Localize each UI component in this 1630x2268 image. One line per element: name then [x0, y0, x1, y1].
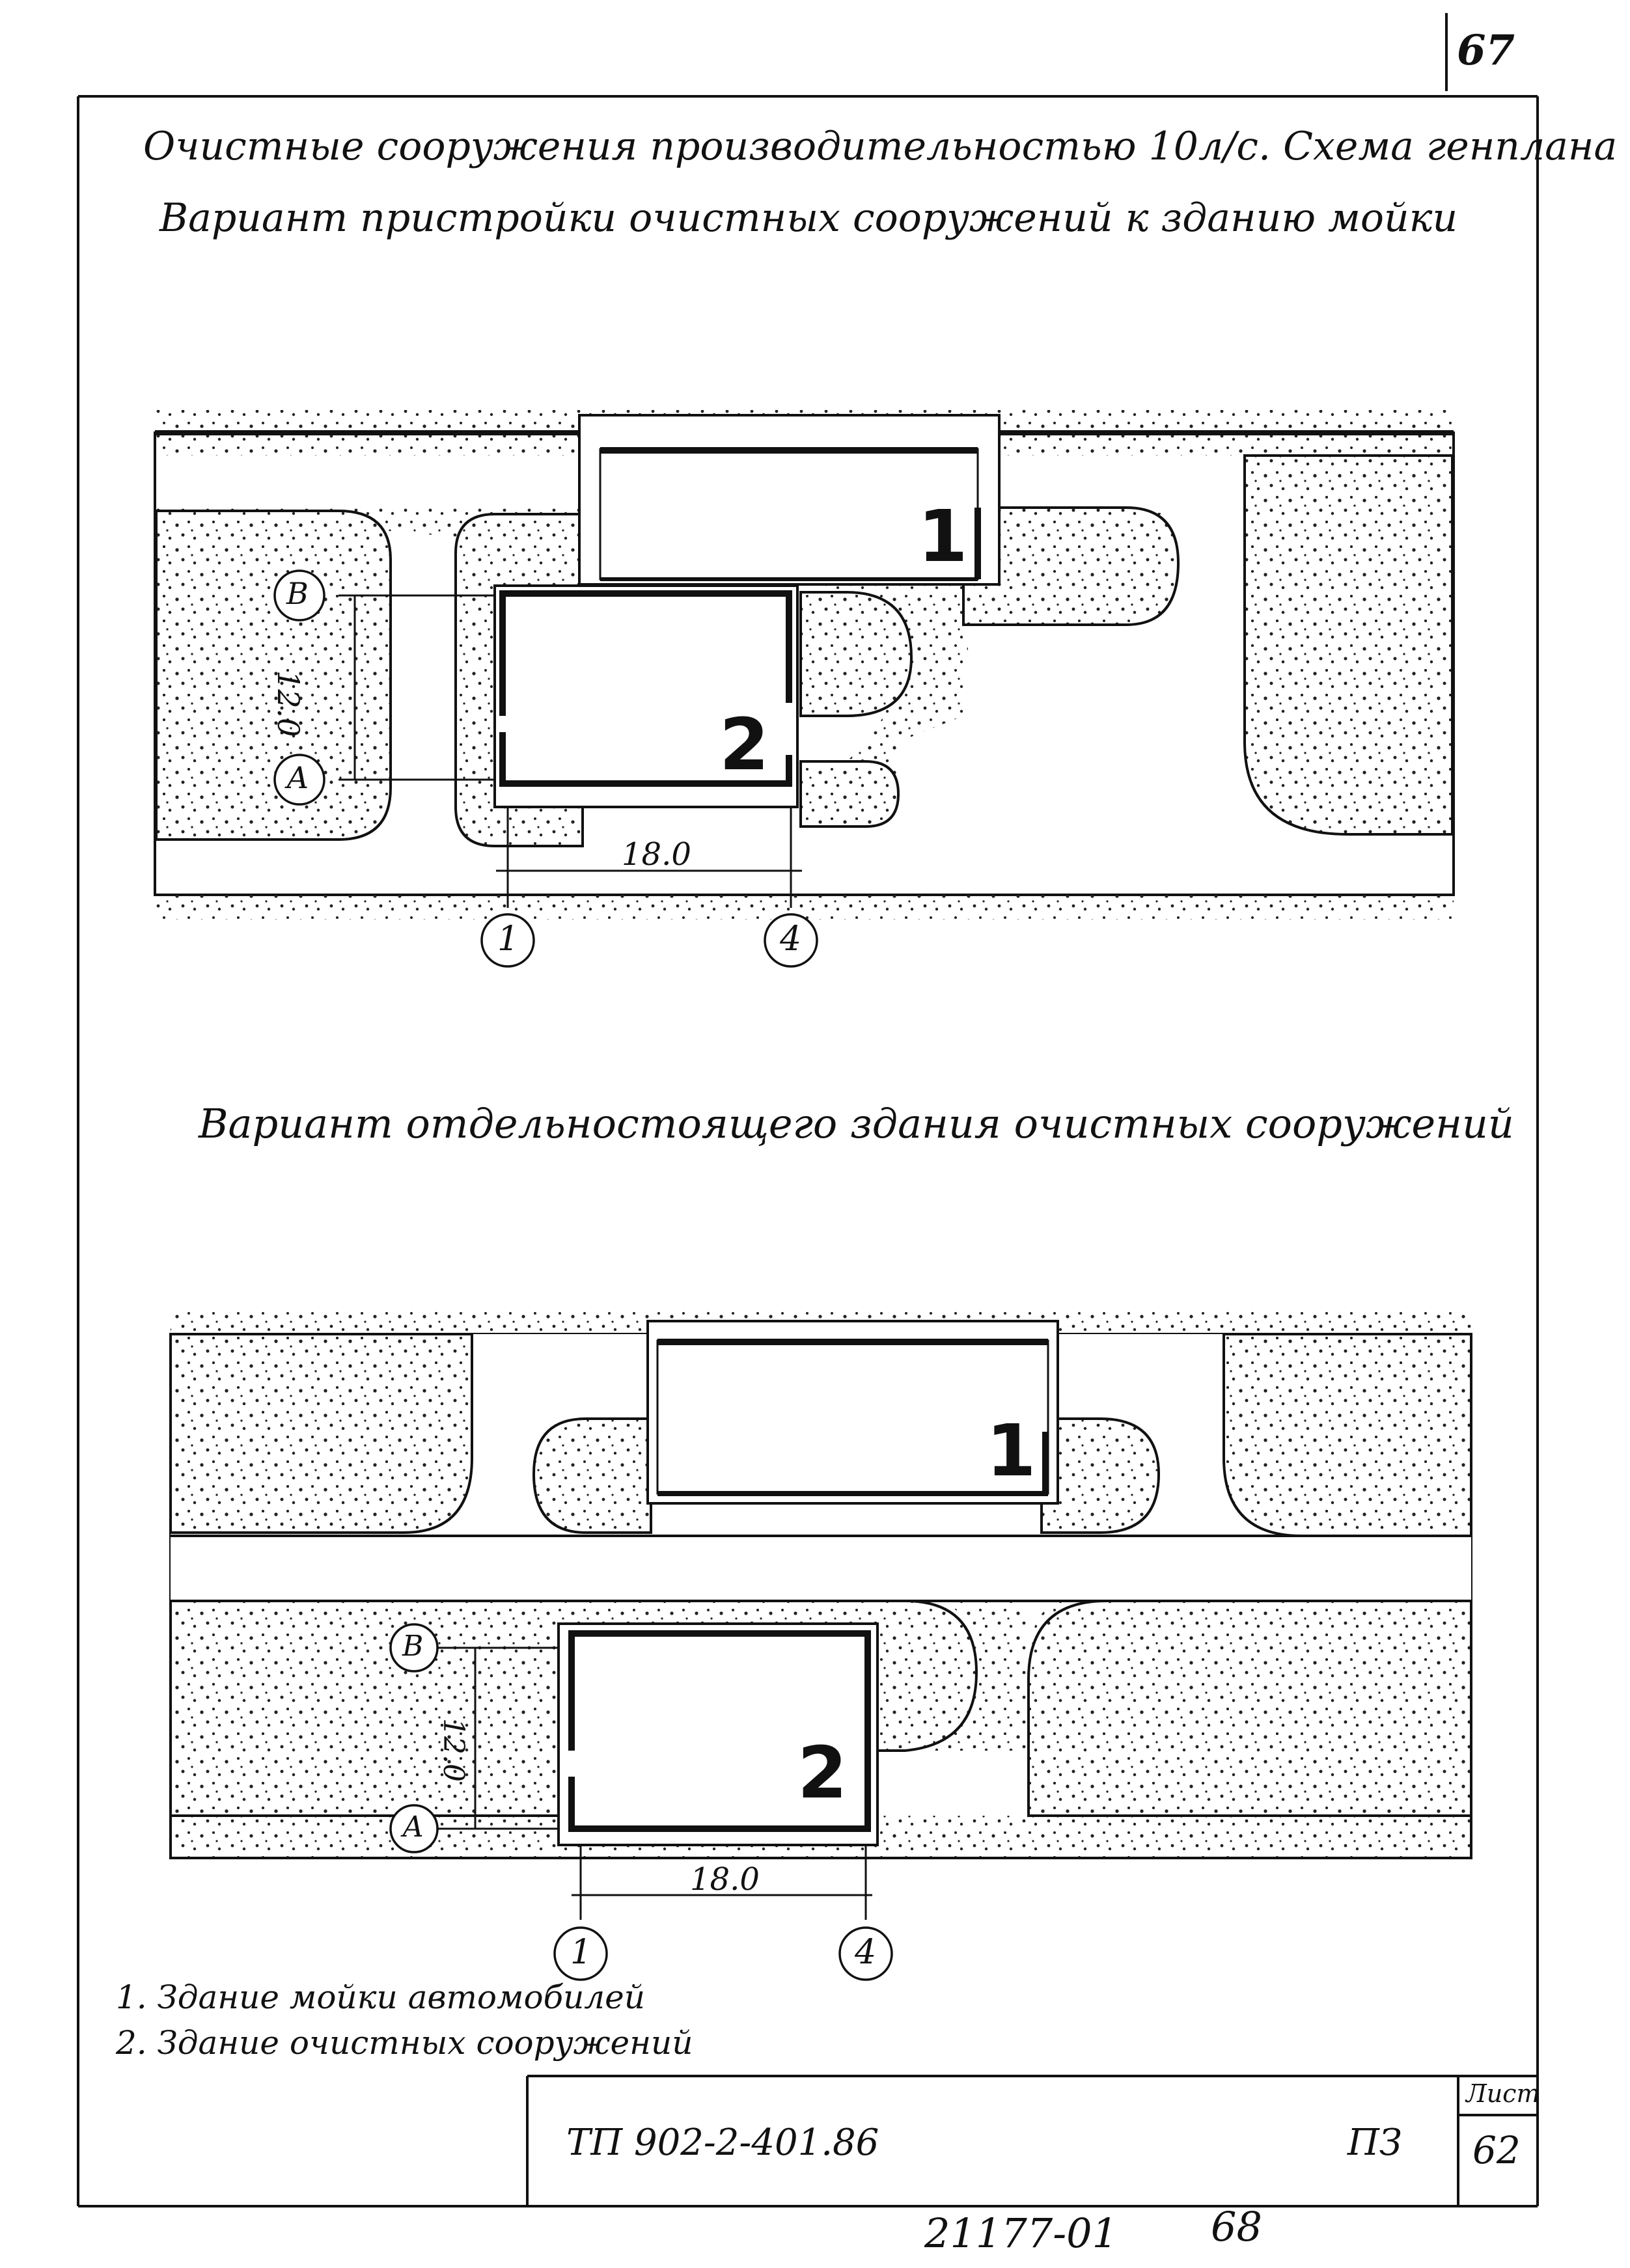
title-block — [526, 2075, 1538, 2206]
title-block-code: ТП 902-2-401.86 — [566, 2122, 879, 2164]
footer-page: 68 — [1211, 2203, 1262, 2250]
plan2-axis-1-label: 1 — [570, 1933, 592, 1972]
legend-item-1: 1. Здание мойки автомобилей — [116, 1978, 645, 2016]
plan2-axis-4-label: 4 — [855, 1933, 877, 1972]
axis-bubble-1 — [480, 913, 535, 968]
footer-number: 21177-01 — [924, 2209, 1118, 2257]
plan-2 — [169, 1311, 1472, 1981]
plan1-axis-4-label: 4 — [780, 920, 802, 959]
title-block-sheet-number: 62 — [1472, 2128, 1521, 2172]
axis-bubble-B — [273, 569, 325, 622]
axis-bubble-4 — [764, 913, 818, 968]
plan1-dim-vertical: 12.0 — [271, 670, 306, 737]
title-block-sheet-label: Лист — [1466, 2079, 1540, 2108]
title-line-2: Вариант пристройки очистных сооружений к… — [159, 195, 1458, 241]
plan2-dim-vertical: 12.0 — [437, 1718, 470, 1782]
plan2-building-2-label: 2 — [797, 1731, 848, 1814]
plan1-building-1-label: 1 — [918, 495, 968, 578]
plan2-building-1-label: 1 — [986, 1409, 1036, 1492]
plan2-axis-B-label: В — [402, 1630, 424, 1663]
top-page-number: 67 — [1457, 26, 1515, 75]
title-block-doc: ПЗ — [1347, 2122, 1402, 2164]
plan1-building-2-label: 2 — [719, 703, 769, 786]
plan2-dim-horizontal: 18.0 — [690, 1861, 760, 1898]
plan-1 — [154, 410, 1455, 968]
section-2-title: Вариант отдельностоящего здания очистных… — [199, 1100, 1514, 1147]
axis-bubble-1 — [553, 1926, 608, 1981]
axis-bubble-A — [389, 1804, 439, 1853]
plan2-axis-A-label: А — [402, 1810, 424, 1844]
legend-item-2: 2. Здание очистных сооружений — [116, 2024, 693, 2062]
axis-bubble-B — [389, 1623, 439, 1673]
plan1-axis-1-label: 1 — [497, 920, 519, 959]
title-line-1: Очистные сооружения производительностью … — [143, 124, 1618, 169]
plan1-axis-A-label: А — [286, 760, 309, 795]
plan1-axis-B-label: В — [286, 576, 309, 611]
axis-bubble-4 — [838, 1926, 893, 1981]
axis-bubble-A — [273, 754, 325, 806]
page-frame — [77, 13, 1539, 2207]
plan1-dim-horizontal: 18.0 — [622, 836, 691, 873]
